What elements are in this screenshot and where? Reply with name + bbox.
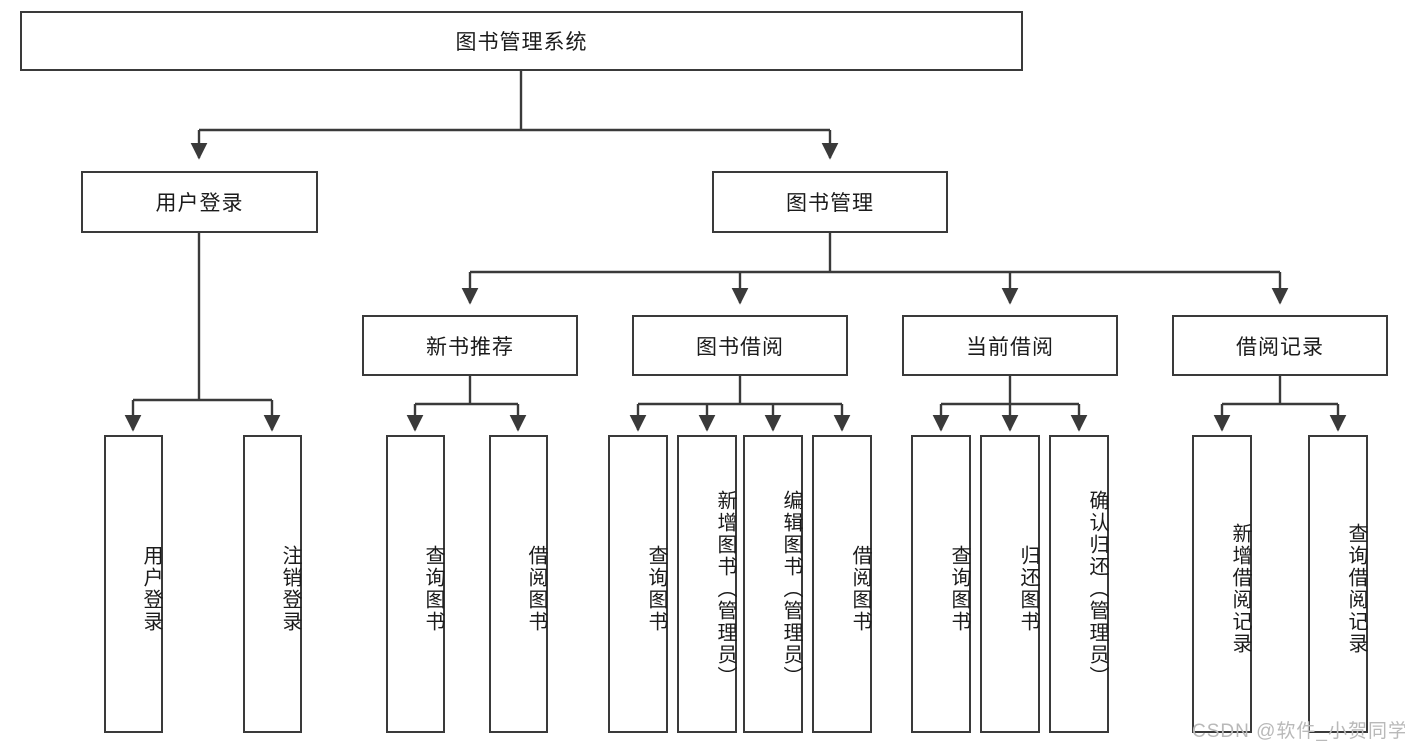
node-user-login[interactable]: 用户登录 [81, 171, 318, 233]
node-leaf-add-book[interactable]: 新增图书（管理员） [677, 435, 737, 733]
node-leaf-query-book-1[interactable]: 查询图书 [386, 435, 445, 733]
node-label: 查询借阅记录 [1345, 523, 1367, 655]
node-label: 图书管理 [786, 192, 874, 215]
node-label: 新增图书（管理员） [714, 490, 736, 688]
node-leaf-user-login[interactable]: 用户登录 [104, 435, 163, 733]
node-label: 图书管理系统 [455, 31, 588, 54]
node-leaf-query-record[interactable]: 查询借阅记录 [1308, 435, 1368, 733]
node-borrow-record[interactable]: 借阅记录 [1172, 315, 1388, 376]
node-label: 查询图书 [422, 545, 444, 633]
node-leaf-add-record[interactable]: 新增借阅记录 [1192, 435, 1252, 733]
node-leaf-query-book-2[interactable]: 查询图书 [608, 435, 668, 733]
node-leaf-edit-book[interactable]: 编辑图书（管理员） [743, 435, 803, 733]
node-label: 用户登录 [155, 192, 244, 215]
node-new-book-recommend[interactable]: 新书推荐 [362, 315, 578, 376]
node-root-book-management-system[interactable]: 图书管理系统 [20, 11, 1023, 71]
node-label: 借阅图书 [525, 545, 547, 633]
node-label: 当前借阅 [966, 335, 1054, 359]
watermark: CSDN @软件_小贺同学 [1192, 721, 1405, 742]
node-label: 归还图书 [1017, 545, 1039, 633]
node-leaf-logout-login[interactable]: 注销登录 [243, 435, 302, 733]
node-leaf-borrow-book-1[interactable]: 借阅图书 [489, 435, 548, 733]
node-label: 借阅记录 [1236, 335, 1324, 359]
node-leaf-return-book[interactable]: 归还图书 [980, 435, 1040, 733]
node-leaf-query-book-3[interactable]: 查询图书 [911, 435, 971, 733]
node-label: 注销登录 [279, 545, 301, 633]
node-label: 新书推荐 [426, 335, 514, 359]
node-leaf-confirm-return[interactable]: 确认归还（管理员） [1049, 435, 1109, 733]
node-label: 借阅图书 [849, 545, 871, 633]
node-label: 编辑图书（管理员） [780, 490, 802, 688]
node-label: 用户登录 [140, 545, 162, 633]
node-book-borrow[interactable]: 图书借阅 [632, 315, 848, 376]
node-label: 查询图书 [948, 545, 970, 633]
node-label: 确认归还（管理员） [1086, 490, 1108, 688]
node-label: 图书借阅 [696, 335, 784, 359]
node-label: 新增借阅记录 [1229, 523, 1251, 655]
node-label: 查询图书 [645, 545, 667, 633]
node-current-borrow[interactable]: 当前借阅 [902, 315, 1118, 376]
node-leaf-borrow-book-2[interactable]: 借阅图书 [812, 435, 872, 733]
node-book-manage[interactable]: 图书管理 [712, 171, 948, 233]
